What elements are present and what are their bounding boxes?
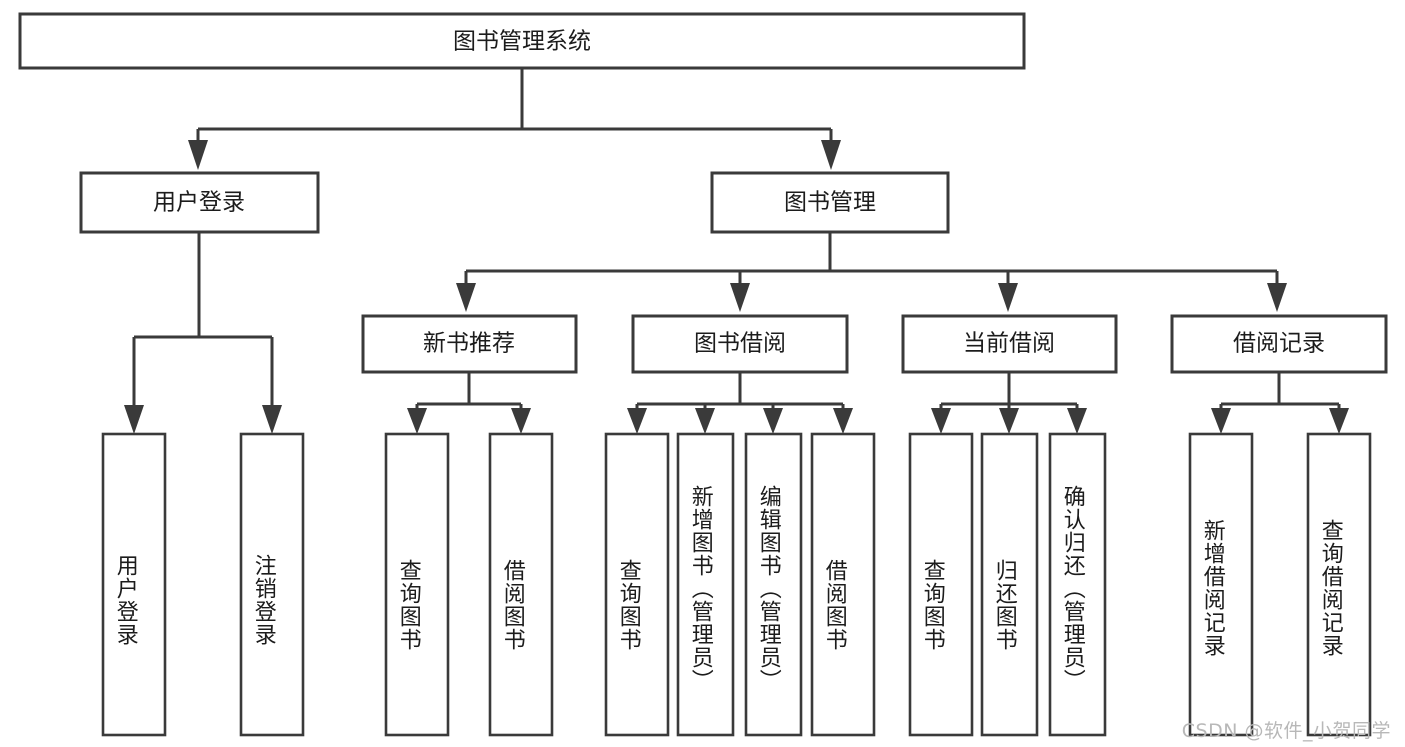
node-root-shape xyxy=(18,12,1026,70)
node-current-borrow-label: 当前借阅 xyxy=(963,331,1055,357)
node-leaf-user-logout-shape[interactable] xyxy=(239,432,305,737)
node-user-login-shape xyxy=(79,171,320,234)
node-leaf-query-book-1-shape[interactable] xyxy=(384,432,450,737)
node-leaf-borrow-book-2-shape[interactable] xyxy=(810,432,876,737)
csdn-watermark: CSDN @软件_小贺同学 xyxy=(1181,720,1391,742)
arrow-to-leaf-add-book xyxy=(695,408,715,434)
arrow-to-user-login xyxy=(188,140,208,170)
connector-current-borrow-to-leaves xyxy=(931,372,1087,434)
arrow-to-leaf-confirm-return xyxy=(1067,408,1087,434)
node-current-borrow-shape xyxy=(901,314,1118,374)
node-leaf-return-book-shape[interactable] xyxy=(980,432,1039,737)
arrow-to-leaf-query-book-2 xyxy=(627,408,647,434)
arrow-to-leaf-add-record xyxy=(1211,408,1231,434)
arrow-to-leaf-query-book-3 xyxy=(931,408,951,434)
node-user-login-label: 用户登录 xyxy=(153,190,245,216)
arrow-to-leaf-user-login xyxy=(124,405,144,434)
arrow-to-leaf-query-record xyxy=(1329,408,1349,434)
node-borrow-record-label: 借阅记录 xyxy=(1233,331,1325,357)
node-new-book-rec[interactable]: 新书推荐 xyxy=(361,314,578,374)
arrow-to-leaf-edit-book xyxy=(763,408,783,434)
connector-new-book-rec-to-leaves xyxy=(407,372,531,434)
arrow-to-leaf-user-logout xyxy=(262,405,282,434)
node-root[interactable]: 图书管理系统 xyxy=(18,12,1026,70)
node-user-login[interactable]: 用户登录 xyxy=(79,171,320,234)
arrow-to-book-borrow xyxy=(730,283,750,312)
node-leaf-edit-book-shape[interactable] xyxy=(744,432,803,737)
node-leaf-add-book-shape[interactable] xyxy=(676,432,735,737)
arrow-to-new-book-rec xyxy=(456,283,476,312)
node-book-manage-label: 图书管理 xyxy=(784,190,876,216)
node-leaf-borrow-book-1-shape[interactable] xyxy=(488,432,554,737)
node-leaf-query-book-2-shape[interactable] xyxy=(604,432,670,737)
node-book-manage[interactable]: 图书管理 xyxy=(710,171,950,234)
connector-book-borrow-to-leaves xyxy=(627,372,853,434)
node-current-borrow[interactable]: 当前借阅 xyxy=(901,314,1118,374)
node-book-borrow[interactable]: 图书借阅 xyxy=(631,314,849,374)
connector-borrow-record-to-leaves xyxy=(1211,372,1349,434)
arrow-to-leaf-query-book-1 xyxy=(407,408,427,434)
node-book-borrow-label: 图书借阅 xyxy=(694,331,786,357)
node-root-label: 图书管理系统 xyxy=(453,29,591,55)
arrow-to-leaf-return-book xyxy=(999,408,1019,434)
node-leaf-query-book-3-shape[interactable] xyxy=(908,432,974,737)
arrow-to-leaf-borrow-book-2 xyxy=(833,408,853,434)
node-borrow-record[interactable]: 借阅记录 xyxy=(1170,314,1388,374)
connector-root-to-level2 xyxy=(188,68,841,170)
node-leaf-confirm-return-shape[interactable] xyxy=(1048,432,1107,737)
node-leaf-user-login-shape[interactable] xyxy=(101,432,167,737)
connector-user-login-to-leaves xyxy=(124,232,282,434)
node-new-book-rec-shape xyxy=(361,314,578,374)
arrow-to-current-borrow xyxy=(998,283,1018,312)
node-leaf-add-record-shape[interactable] xyxy=(1188,432,1254,737)
arrow-to-book-manage xyxy=(821,140,841,170)
arrow-to-borrow-record xyxy=(1267,283,1287,312)
connector-book-manage-to-level3 xyxy=(456,232,1287,312)
node-leaf-query-record-shape[interactable] xyxy=(1306,432,1372,737)
node-new-book-rec-label: 新书推荐 xyxy=(423,331,515,357)
arrow-to-leaf-borrow-book-1 xyxy=(511,408,531,434)
